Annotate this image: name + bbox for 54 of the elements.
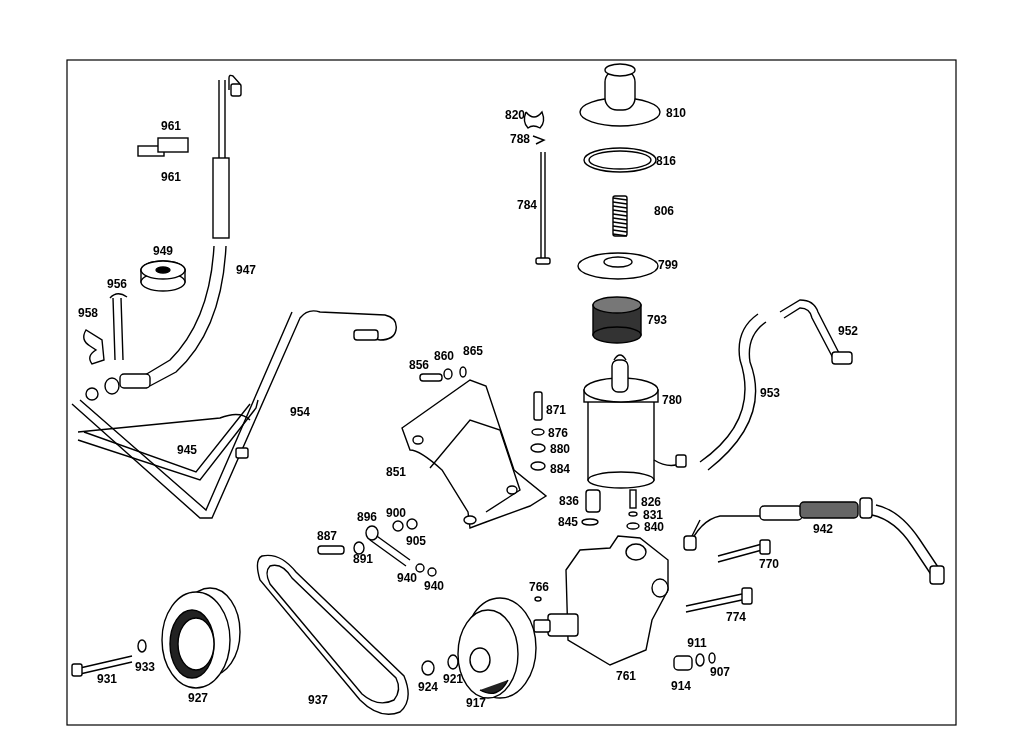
callout-number: 907 [710,666,730,678]
callout-number: 942 [813,523,833,535]
callout-number: 840 [644,521,664,533]
callout-number: 954 [290,406,310,418]
callout-number: 937 [308,694,328,706]
callout-number: 845 [558,516,578,528]
callout-number: 927 [188,692,208,704]
callout-number: 940 [397,572,417,584]
callout-number: 961 [161,120,181,132]
callout-number: 953 [760,387,780,399]
callout-number: 945 [177,444,197,456]
callout-number: 865 [463,345,483,357]
callout-number: 851 [386,466,406,478]
callout-number: 836 [559,495,579,507]
callout-number: 856 [409,359,429,371]
callout-number: 931 [97,673,117,685]
callout-number: 921 [443,673,463,685]
callout-number: 884 [550,463,570,475]
callout-number: 780 [662,394,682,406]
callout-number: 810 [666,107,686,119]
callout-number: 774 [726,611,746,623]
callout-number: 911 [687,637,707,649]
callout-number: 952 [838,325,858,337]
callout-number: 799 [658,259,678,271]
callout-number: 788 [510,133,530,145]
callout-number: 900 [386,507,406,519]
callout-number: 784 [517,199,537,211]
callout-number: 924 [418,681,438,693]
callout-number: 876 [548,427,568,439]
callout-number: 958 [78,307,98,319]
callout-number: 793 [647,314,667,326]
callout-number: 905 [406,535,426,547]
callout-number: 947 [236,264,256,276]
callout-number: 806 [654,205,674,217]
callout-number: 914 [671,680,691,692]
callout-number: 917 [466,697,486,709]
callout-number: 887 [317,530,337,542]
callout-number: 826 [641,496,661,508]
callout-number: 816 [656,155,676,167]
callout-number: 933 [135,661,155,673]
callout-number: 896 [357,511,377,523]
callout-number: 871 [546,404,566,416]
callout-number: 891 [353,553,373,565]
callout-number: 956 [107,278,127,290]
callout-number: 820 [505,109,525,121]
callout-number: 949 [153,245,173,257]
callout-number: 961 [161,171,181,183]
callout-number: 831 [643,509,663,521]
callout-number: 940 [424,580,444,592]
callout-number: 761 [616,670,636,682]
callout-number: 770 [759,558,779,570]
callout-number: 860 [434,350,454,362]
callout-number: 766 [529,581,549,593]
callout-number: 880 [550,443,570,455]
